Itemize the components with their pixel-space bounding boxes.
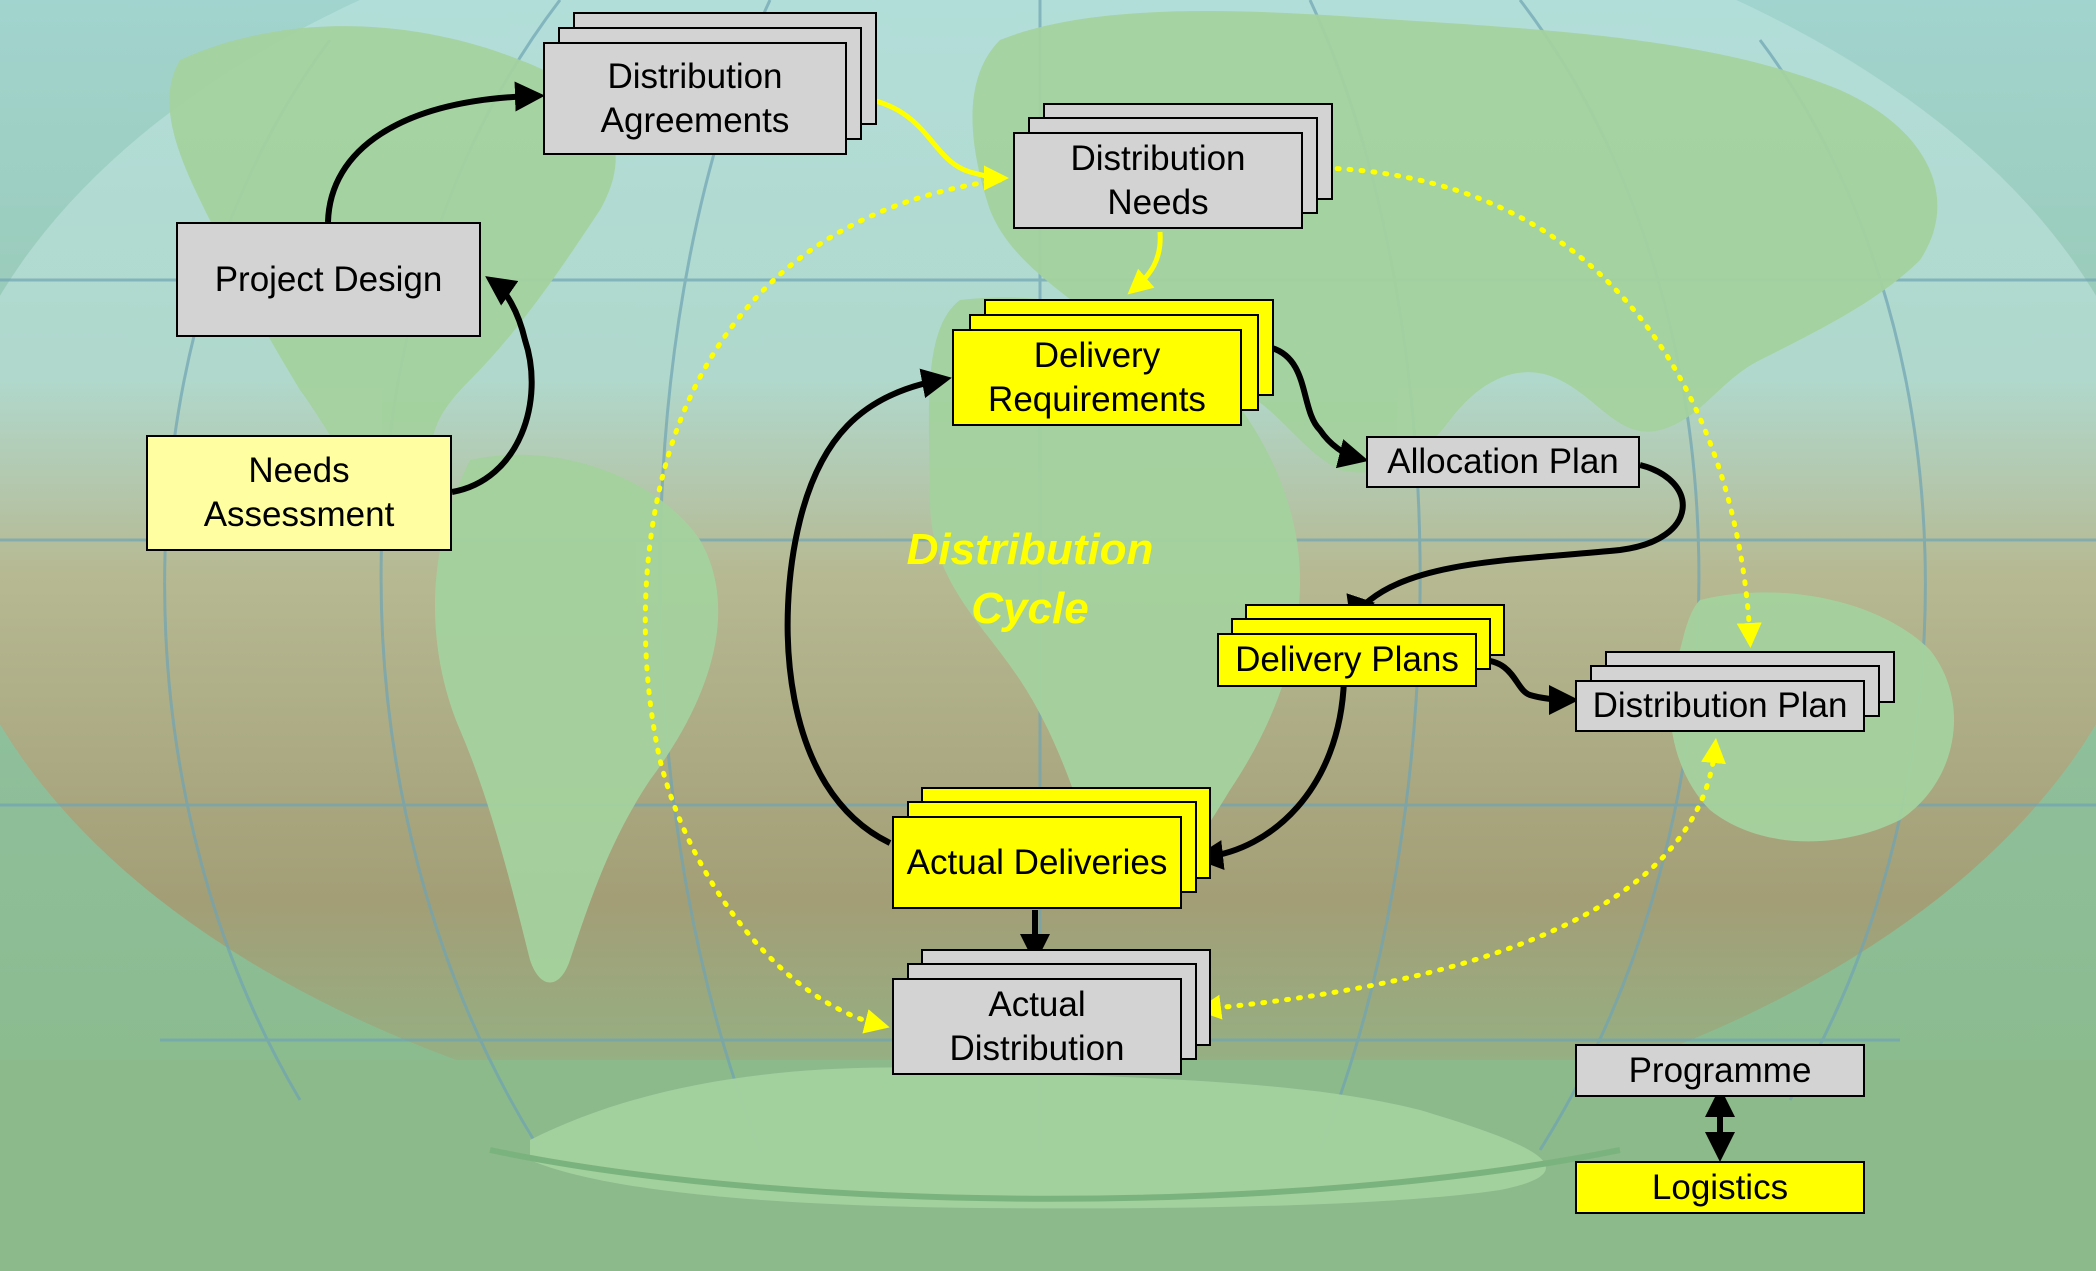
logistics-node[interactable]: Logistics: [1575, 1161, 1865, 1214]
distribution-plan-node[interactable]: Distribution Plan: [1575, 680, 1865, 732]
delivery-requirements-node[interactable]: Delivery Requirements: [952, 329, 1242, 426]
needs-assessment-node[interactable]: Needs Assessment: [146, 435, 452, 551]
programme-node[interactable]: Programme: [1575, 1044, 1865, 1097]
actual-distribution-node[interactable]: Actual Distribution: [892, 978, 1182, 1075]
distribution-needs-node[interactable]: Distribution Needs: [1013, 132, 1303, 229]
project-design-node[interactable]: Project Design: [176, 222, 481, 337]
distribution-agreements-node[interactable]: Distribution Agreements: [543, 42, 847, 155]
allocation-plan-node[interactable]: Allocation Plan: [1366, 436, 1640, 488]
delivery-plans-node[interactable]: Delivery Plans: [1217, 633, 1477, 687]
distribution-cycle-label: Distribution Cycle: [906, 525, 1154, 634]
actual-deliveries-node[interactable]: Actual Deliveries: [892, 816, 1182, 909]
